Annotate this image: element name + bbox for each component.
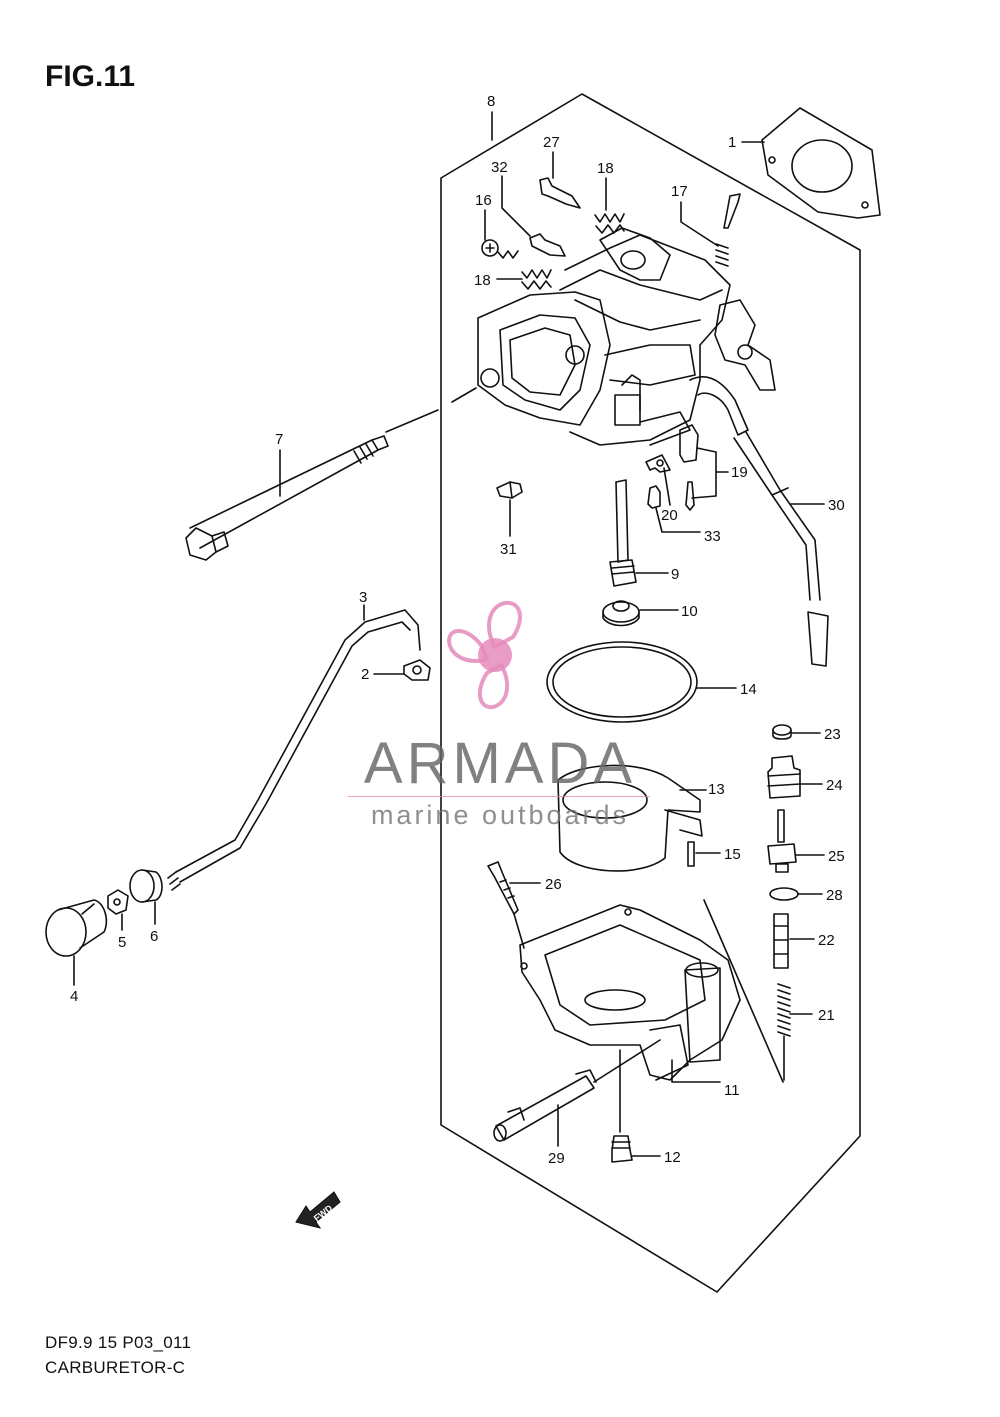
part-3-link-rod <box>167 609 421 891</box>
part-32-screw <box>529 233 566 257</box>
part-18-spring-upper <box>594 213 625 234</box>
part-26-screw <box>487 861 519 915</box>
leader-group-21-22 <box>703 899 784 1083</box>
callout-27: 27 <box>543 134 560 151</box>
callout-19: 19 <box>731 464 748 481</box>
part-19-float-needle <box>679 424 699 511</box>
section-title: CARBURETOR-C <box>45 1358 186 1377</box>
part-15-pin <box>687 841 695 867</box>
part-24-plunger <box>767 755 801 799</box>
part-31-screw <box>496 481 523 499</box>
part-33-screw <box>647 485 661 509</box>
callout-12: 12 <box>664 1149 681 1166</box>
watermark-divider <box>348 796 650 797</box>
part-23-cap <box>772 724 792 740</box>
part-29-drain-tube <box>493 1039 661 1142</box>
assembly-boundary <box>440 93 861 1293</box>
callout-1: 1 <box>728 134 736 151</box>
callout-26: 26 <box>545 876 562 893</box>
callout-15: 15 <box>724 846 741 863</box>
callout-18-upper: 18 <box>597 160 614 177</box>
part-18-spring-lower <box>521 269 552 290</box>
part-28-oring <box>769 887 799 901</box>
callout-31: 31 <box>500 541 517 558</box>
part-21-spring <box>777 983 791 1081</box>
watermark-brand: ARMADA <box>363 731 637 796</box>
part-27-pilot-screw <box>539 177 581 209</box>
gasket-part-1 <box>761 107 881 219</box>
callout-25: 25 <box>828 848 845 865</box>
callout-7: 7 <box>275 431 283 448</box>
part-5-nut <box>107 889 129 915</box>
part-13-float <box>557 764 703 872</box>
leader-11 <box>671 1059 721 1083</box>
fwd-arrow-icon: FWD <box>295 1191 341 1229</box>
callout-22: 22 <box>818 932 835 949</box>
part-14-ring-gasket <box>546 641 698 723</box>
callout-21: 21 <box>818 1007 835 1024</box>
part-25-valve <box>767 809 797 873</box>
callout-17: 17 <box>671 183 688 200</box>
carburetor-body <box>477 227 776 446</box>
callout-16: 16 <box>475 192 492 209</box>
callout-4: 4 <box>70 988 78 1005</box>
figure-title: FIG.11 <box>45 60 136 93</box>
model-code: DF9.9 15 P03_011 <box>45 1333 192 1352</box>
part-20-clip <box>645 454 671 473</box>
leader-20 <box>663 467 671 506</box>
part-7-long-bolt <box>185 435 389 561</box>
propeller-logo-icon <box>446 600 522 710</box>
callout-10: 10 <box>681 603 698 620</box>
part-16-screw <box>481 239 519 259</box>
part-11-float-bowl <box>519 904 741 1081</box>
leader-17 <box>680 201 719 247</box>
callout-30: 30 <box>828 497 845 514</box>
leader-33 <box>655 507 701 533</box>
part-30-tube <box>733 431 829 667</box>
leader-19 <box>691 447 717 499</box>
callout-5: 5 <box>118 934 126 951</box>
part-9-jet-holder <box>609 479 637 587</box>
callout-2: 2 <box>361 666 369 683</box>
callout-33: 33 <box>704 528 721 545</box>
callout-14: 14 <box>740 681 757 698</box>
callout-32: 32 <box>491 159 508 176</box>
part-12-drain-screw <box>611 1135 633 1163</box>
callout-11: 11 <box>724 1082 740 1099</box>
callout-13: 13 <box>708 781 725 798</box>
part-10-jet <box>602 600 640 627</box>
leader-8-link <box>451 387 477 403</box>
callout-24: 24 <box>826 777 843 794</box>
part-22-jet <box>773 913 789 969</box>
leader-7-link <box>385 409 439 433</box>
part-6-grommet <box>129 869 163 903</box>
callout-23: 23 <box>824 726 841 743</box>
leader-32 <box>501 175 531 237</box>
callout-9: 9 <box>671 566 679 583</box>
callout-20: 20 <box>661 507 678 524</box>
callout-3: 3 <box>359 589 367 606</box>
part-4-knob <box>45 899 108 957</box>
callout-29: 29 <box>548 1150 565 1167</box>
callout-28: 28 <box>826 887 843 904</box>
leader-26b <box>513 913 525 949</box>
watermark-tagline: marine outboards <box>370 800 630 830</box>
callout-18-lower: 18 <box>474 272 491 289</box>
callout-8: 8 <box>487 93 495 110</box>
callout-6: 6 <box>150 928 158 945</box>
part-17-screw <box>715 193 741 267</box>
